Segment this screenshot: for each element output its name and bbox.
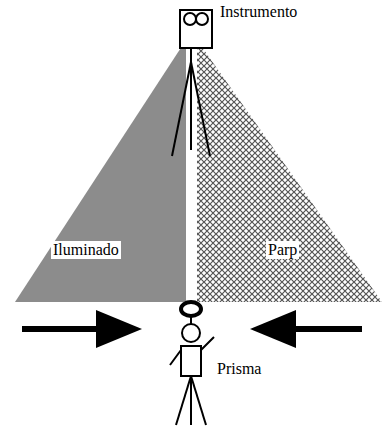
beam-label: Iluminado [51,241,121,259]
prism-person [170,302,214,425]
flashing-beam [197,40,382,302]
instrument [172,10,212,156]
prism-label: Prisma [217,360,261,378]
illuminated-beam [15,40,186,302]
beam-label: Parp [266,241,299,259]
instrument-label: Instrumento [220,3,297,21]
